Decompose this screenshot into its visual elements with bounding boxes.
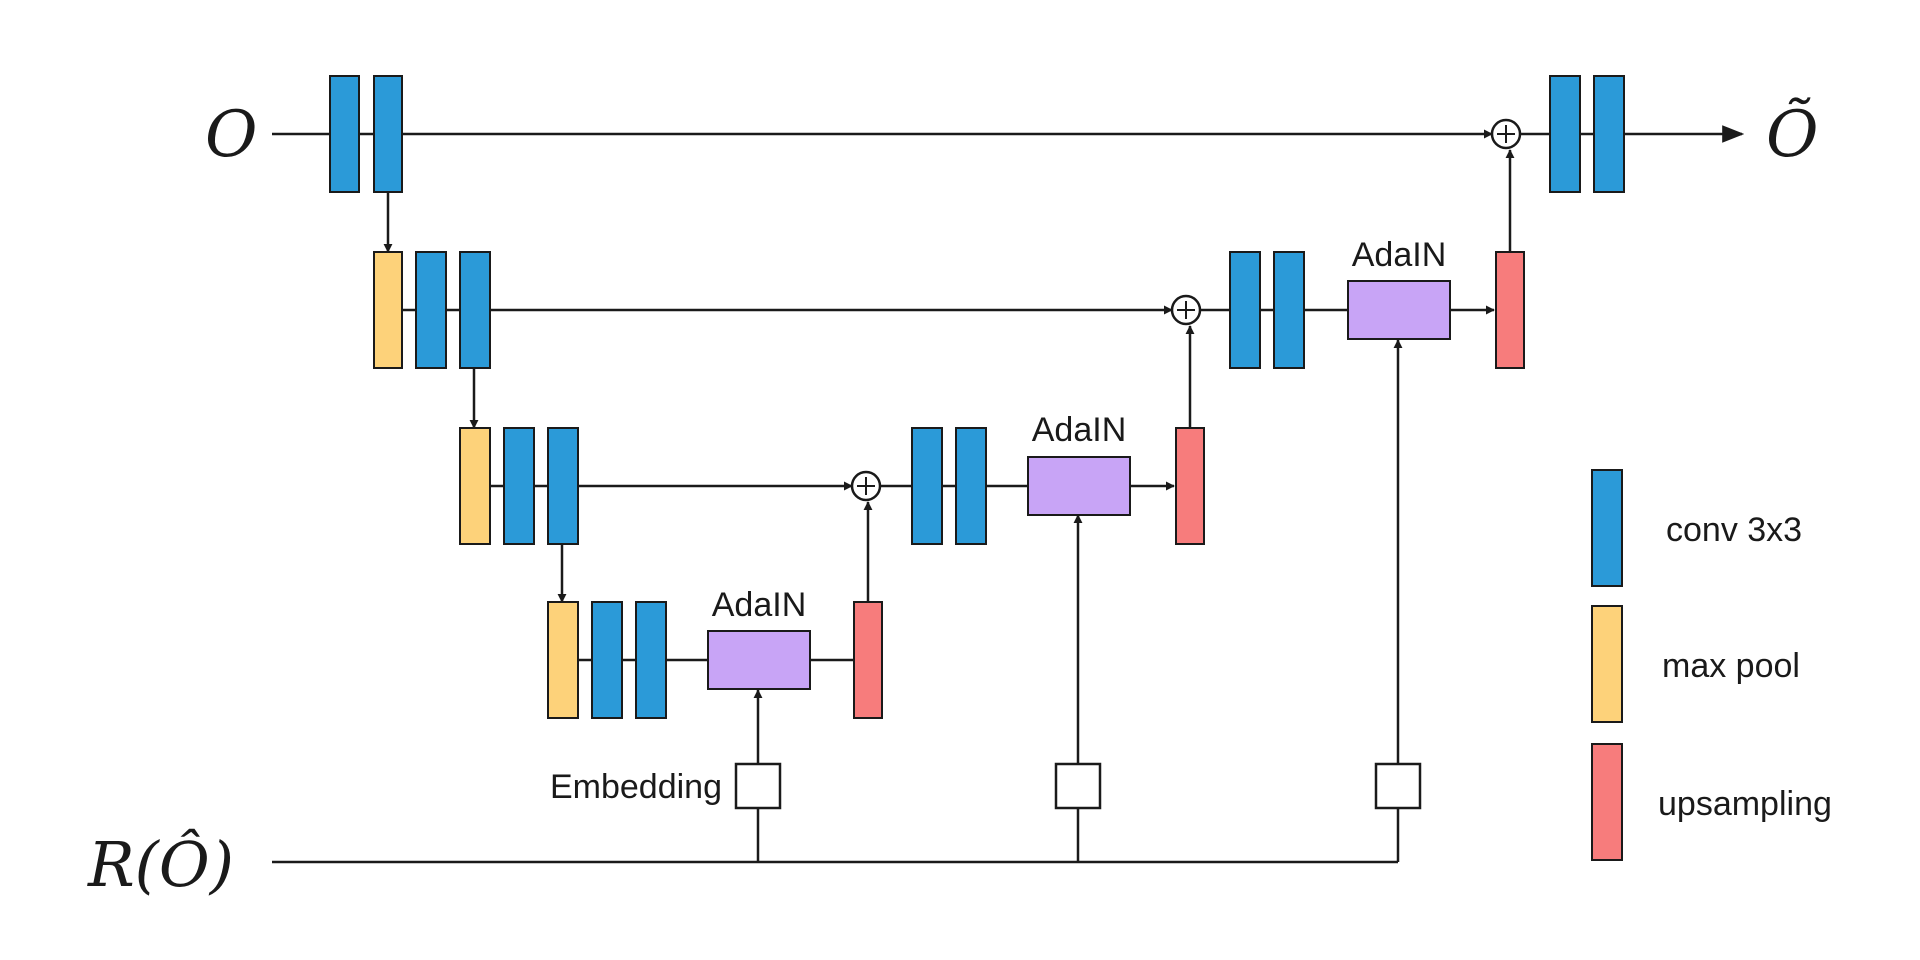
legend-item-upsampling: upsampling — [1591, 743, 1832, 861]
legend-swatch-conv — [1591, 469, 1623, 587]
embedding-label: Embedding — [550, 768, 722, 806]
adain-label-2: AdaIN — [1032, 411, 1127, 449]
conv-block-l1-1 — [415, 251, 447, 369]
adain-block-3 — [1347, 280, 1451, 340]
conv-block-l2-2 — [547, 427, 579, 545]
conv-block-d1-2 — [1273, 251, 1305, 369]
conv-block-l2-1 — [503, 427, 535, 545]
conv-block-l3-1 — [591, 601, 623, 719]
conv-block-l0-2 — [373, 75, 403, 193]
upsample-block-l1 — [1495, 251, 1525, 369]
maxpool-block-l1 — [373, 251, 403, 369]
legend-swatch-maxpool — [1591, 605, 1623, 723]
adain-label-3: AdaIN — [1352, 236, 1447, 274]
output-symbol: Õ — [1766, 96, 1818, 172]
upsample-block-l3 — [853, 601, 883, 719]
condition-symbol: R(Ô) — [87, 828, 234, 901]
conv-block-d1-1 — [1229, 251, 1261, 369]
legend-label-conv: conv 3x3 — [1666, 511, 1802, 549]
sum-node-level1 — [1170, 294, 1202, 326]
upsample-block-l2 — [1175, 427, 1205, 545]
sum-node-level0 — [1490, 118, 1522, 150]
embedding-box-1 — [734, 762, 782, 810]
adain-block-2 — [1027, 456, 1131, 516]
conv-block-d2-2 — [955, 427, 987, 545]
embedding-box-2 — [1054, 762, 1102, 810]
legend-label-maxpool: max pool — [1662, 647, 1800, 685]
input-symbol: O — [205, 98, 257, 172]
legend-label-upsampling: upsampling — [1658, 785, 1832, 823]
conv-block-l1-2 — [459, 251, 491, 369]
maxpool-block-l2 — [459, 427, 491, 545]
conv-block-out-2 — [1593, 75, 1625, 193]
maxpool-block-l3 — [547, 601, 579, 719]
legend-swatch-upsampling — [1591, 743, 1623, 861]
legend-item-conv: conv 3x3 — [1591, 469, 1802, 587]
adain-label-1: AdaIN — [712, 586, 807, 624]
conv-block-out-1 — [1549, 75, 1581, 193]
legend-item-maxpool: max pool — [1591, 605, 1800, 723]
sum-node-level2 — [850, 470, 882, 502]
conv-block-l3-2 — [635, 601, 667, 719]
legend: conv 3x3 max pool upsampling — [1591, 469, 1832, 861]
conv-block-l0-1 — [329, 75, 360, 193]
conv-block-d2-1 — [911, 427, 943, 545]
adain-block-1 — [707, 630, 811, 690]
embedding-box-3 — [1374, 762, 1422, 810]
